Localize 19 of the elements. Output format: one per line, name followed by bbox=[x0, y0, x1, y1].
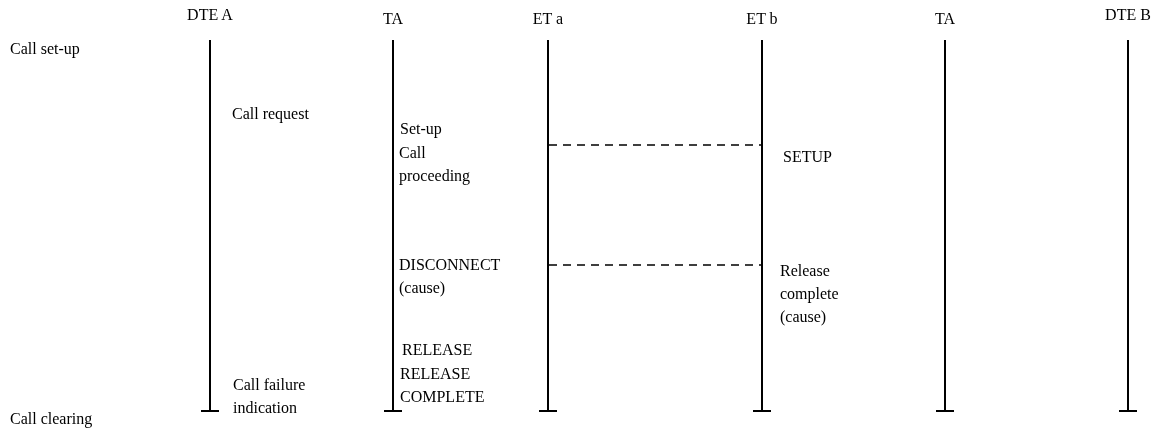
participant-name: TA bbox=[381, 10, 404, 28]
message-label: DISCONNECT (cause) bbox=[399, 255, 502, 299]
message-label: Set-up bbox=[400, 119, 443, 140]
message-label: Call request bbox=[232, 104, 310, 125]
participant-name: DTE A bbox=[186, 6, 234, 24]
dashed-message-line bbox=[548, 264, 762, 266]
dashed-message-line bbox=[548, 144, 762, 146]
participant-name: ET a bbox=[531, 10, 565, 28]
participant-name: ET b bbox=[745, 10, 779, 28]
phase-label: Call set-up bbox=[10, 39, 81, 60]
message-label: Call proceeding bbox=[399, 143, 472, 187]
phase-label: Call clearing bbox=[10, 409, 94, 430]
message-label: RELEASE bbox=[402, 340, 474, 360]
message-label: SETUP bbox=[783, 147, 833, 167]
participant-name: TA bbox=[933, 10, 956, 28]
message-label: Release complete (cause) bbox=[780, 261, 840, 328]
participant-name: DTE B bbox=[1104, 6, 1152, 24]
message-label: Call failure indication bbox=[233, 375, 307, 418]
message-label: RELEASE COMPLETE bbox=[400, 364, 486, 407]
